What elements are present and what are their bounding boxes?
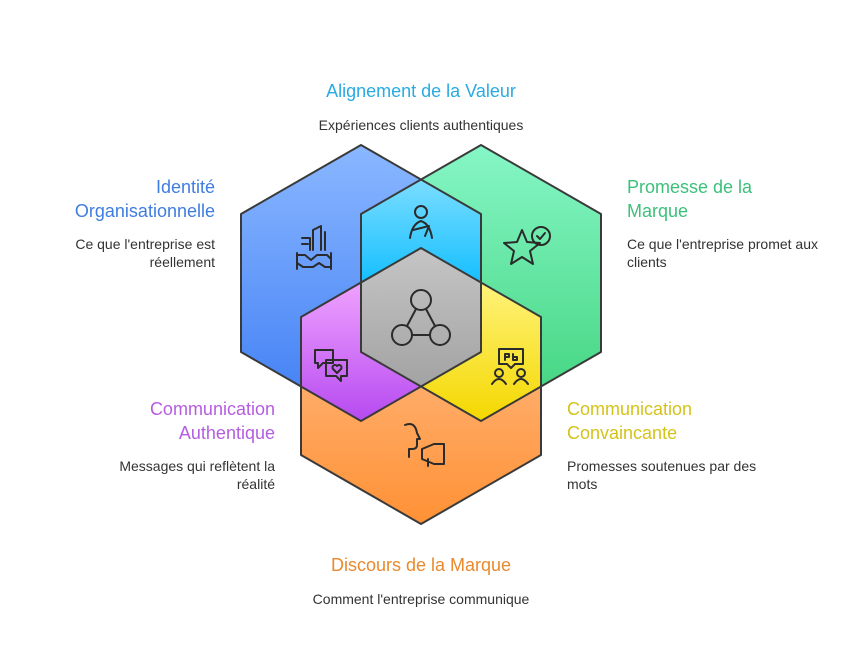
promise-description: Ce que l'entreprise promet aux clients — [627, 236, 818, 270]
convincing-title: Communication Convaincante — [567, 399, 693, 443]
value-title: Alignement de la Valeur — [326, 81, 516, 101]
authentic-description: Messages qui reflètent la réalité — [119, 458, 275, 492]
authentic-title: Communication Authentique — [149, 399, 275, 443]
value-description: Expériences clients authentiques — [318, 117, 524, 133]
convincing-description: Promesses soutenues par des mots — [567, 458, 757, 492]
building-handshake-icon — [296, 225, 332, 270]
people-chat-icon — [491, 348, 529, 385]
star-check-icon — [503, 226, 551, 265]
network-triangle-icon — [391, 289, 451, 346]
discourse-description: Comment l'entreprise communique — [312, 591, 530, 607]
person-meditating-icon — [409, 205, 433, 239]
promise-title: Promesse de la Marque — [627, 177, 753, 221]
overlap-center — [361, 248, 481, 386]
identity-description: Ce que l'entreprise est réellement — [75, 236, 215, 270]
discourse-title: Discours de la Marque — [330, 555, 512, 575]
identity-title: Identité Organisationnelle — [74, 177, 215, 221]
speaking-megaphone-icon — [404, 423, 445, 467]
overlap-value — [361, 179, 481, 283]
chat-heart-icon — [314, 349, 348, 382]
